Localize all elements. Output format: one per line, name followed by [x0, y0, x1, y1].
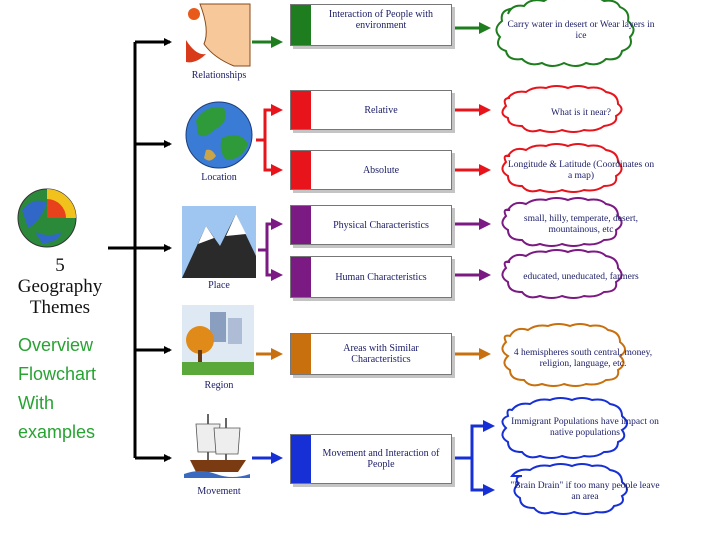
example-text-2: What is it near?: [506, 98, 656, 128]
box-color-tab: [291, 334, 311, 374]
category-box-region: Areas with Similar Characteristics: [290, 333, 452, 375]
title-block: 5 Geography Themes: [0, 255, 120, 318]
example-text-8: "Brain Drain" if too many people leave a…: [510, 474, 660, 510]
theme-connector-location: [256, 110, 280, 170]
category-box-relative: Relative: [290, 90, 452, 130]
box-label: Relative: [315, 91, 447, 129]
earth-cutaway-icon: [18, 189, 76, 247]
person-environment-icon: [182, 2, 250, 68]
category-box-human: Human Characteristics: [290, 256, 452, 298]
example-text-7: Immigrant Populations have impact on nat…: [510, 406, 660, 450]
box-color-tab: [291, 206, 311, 244]
example-connectors: [454, 28, 492, 490]
theme-connector-place: [258, 224, 280, 275]
title-number: 5: [0, 255, 120, 276]
globe-icon: [186, 102, 252, 168]
subtitle-line-1: Overview: [18, 331, 96, 360]
box-color-tab: [291, 435, 311, 483]
mountain-icon: [182, 206, 256, 278]
theme-label-movement: Movement: [174, 486, 264, 497]
title-line-1: Geography: [0, 276, 120, 297]
theme-label-relationships: Relationships: [174, 70, 264, 81]
sailing-ship-icon: [184, 412, 250, 478]
box-color-tab: [291, 91, 311, 129]
example-text-6: 4 hemispheres south central, money, reli…: [508, 336, 658, 382]
box-color-tab: [291, 151, 311, 189]
main-connectors: [108, 42, 170, 458]
category-box-physical: Physical Characteristics: [290, 205, 452, 245]
example-text-1: Carry water in desert or Wear layers in …: [506, 6, 656, 56]
box-label: Physical Characteristics: [315, 206, 447, 244]
subtitle-line-2: Flowchart: [18, 360, 96, 389]
theme-label-place: Place: [174, 280, 264, 291]
example-text-5: educated, uneducated, farmers: [506, 260, 656, 294]
box-label: Absolute: [315, 151, 447, 189]
box-label: Human Characteristics: [315, 257, 447, 297]
theme-label-region: Region: [174, 380, 264, 391]
box-label: Interaction of People with environment: [315, 5, 447, 45]
category-box-movement: Movement and Interaction of People: [290, 434, 452, 484]
example-text-4: small, hilly, temperate, desert, mountai…: [506, 208, 656, 242]
category-box-absolute: Absolute: [290, 150, 452, 190]
city-park-icon: [182, 305, 254, 375]
theme-label-location: Location: [174, 172, 264, 183]
box-color-tab: [291, 5, 311, 45]
category-box-interaction: Interaction of People with environment: [290, 4, 452, 46]
box-label: Movement and Interaction of People: [315, 435, 447, 483]
example-text-3: Longitude & Latitude (Coordinates on a m…: [506, 154, 656, 188]
box-color-tab: [291, 257, 311, 297]
subtitle-line-3: With: [18, 389, 96, 418]
subtitle-block: Overview Flowchart With examples: [18, 331, 96, 447]
subtitle-line-4: examples: [18, 418, 96, 447]
title-line-2: Themes: [0, 297, 120, 318]
box-label: Areas with Similar Characteristics: [315, 334, 447, 374]
